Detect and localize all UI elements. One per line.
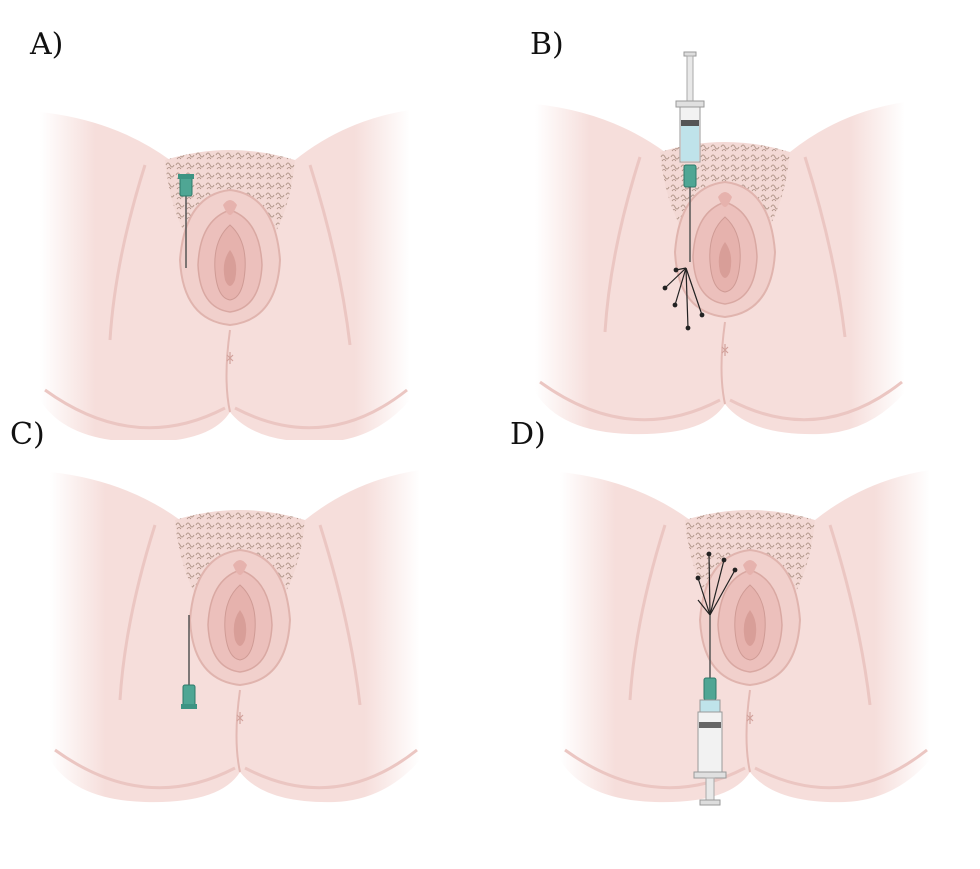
needle [703,615,717,701]
panel-a: A) [0,0,490,440]
panel-label: B) [530,27,564,62]
anatomy-illustration [533,51,907,436]
panel-d: D) [490,420,980,869]
panel-label: A) [30,27,64,62]
needle [178,174,194,268]
needle [683,164,697,262]
needle [181,615,197,709]
panel-label: D) [510,417,546,452]
fan-arrows [662,267,705,331]
fan-arrows [695,551,738,616]
syringe [693,699,727,806]
syringe [675,51,705,163]
panel-c: C) [0,420,490,869]
panel-label: C) [10,417,45,452]
anatomy-illustration [38,108,412,440]
anatomy-illustration [558,468,932,806]
panel-b: B) [490,0,980,440]
anatomy-illustration [48,468,422,804]
